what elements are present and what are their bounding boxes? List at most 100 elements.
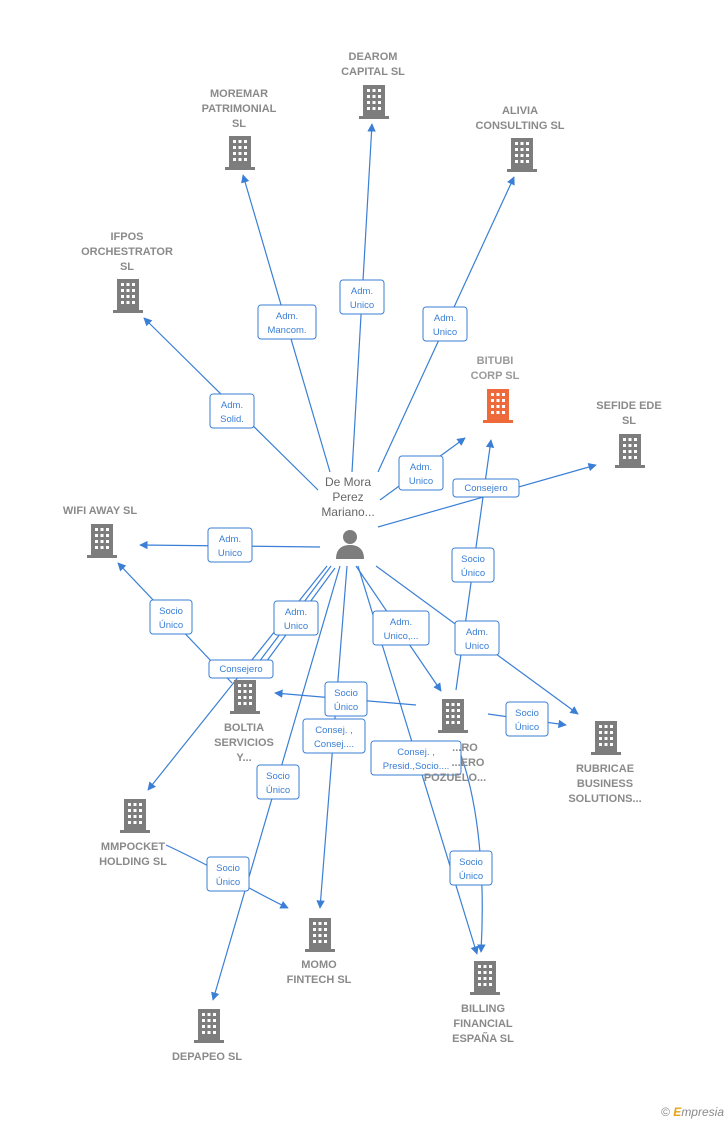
relation-text: Unico <box>409 476 433 487</box>
company-node-boltia[interactable]: BOLTIA SERVICIOS Y... <box>214 680 274 764</box>
company-nodes: DEAROM CAPITAL SL MOREMAR PATRIMONIAL SL… <box>63 51 662 1063</box>
building-icon <box>225 136 255 170</box>
relation-text: Socio <box>515 708 539 719</box>
company-node-otro[interactable]: ...RO ...ERO POZUELO... <box>424 699 486 784</box>
relation-text: Consej. , <box>397 747 435 758</box>
relation-text: Unico,... <box>384 631 419 642</box>
relation-text: Adm. <box>351 286 373 297</box>
relation-text: Unico <box>433 327 457 338</box>
company-name: RUBRICAE <box>576 763 634 775</box>
relation-text: Socio <box>216 863 240 874</box>
building-icon <box>194 1009 224 1043</box>
relation-label[interactable]: Consej. , Consej.... <box>302 718 366 754</box>
relation-text: Adm. <box>221 400 243 411</box>
edges <box>117 123 597 1001</box>
company-node-moremar[interactable]: MOREMAR PATRIMONIAL SL <box>202 88 277 170</box>
company-name: SL <box>120 261 134 273</box>
relation-text: Único <box>159 620 183 631</box>
relation-text: Socio <box>334 688 358 699</box>
company-name: ORCHESTRATOR <box>81 246 173 258</box>
relation-label[interactable]: Adm. Unico,... <box>372 610 430 646</box>
relation-label[interactable]: Consej. , Presid.,Socio.... <box>370 740 462 776</box>
building-icon <box>591 721 621 755</box>
relation-label[interactable]: Socio Único <box>256 764 300 800</box>
company-name: SEFIDE EDE <box>596 400 661 412</box>
relation-text: Único <box>461 568 485 579</box>
relation-text: Adm. <box>276 311 298 322</box>
building-icon <box>87 524 117 558</box>
company-node-dearom[interactable]: DEAROM CAPITAL SL <box>341 51 405 119</box>
footer-brand: © Empresia <box>661 1105 724 1119</box>
company-name: SERVICIOS <box>214 737 274 749</box>
company-node-mmpocket[interactable]: MMPOCKET HOLDING SL <box>99 799 167 868</box>
relation-label[interactable]: Socio Único <box>149 599 193 635</box>
company-name: MOREMAR <box>210 88 268 100</box>
relation-text: Adm. <box>285 607 307 618</box>
company-node-bitubi[interactable]: BITUBI CORP SL <box>471 355 520 423</box>
relation-text: Unico <box>284 621 308 632</box>
relation-text: Único <box>266 785 290 796</box>
company-name: ALIVIA <box>502 105 538 117</box>
brand-logo-text: mpresia <box>681 1105 724 1119</box>
relation-label[interactable]: Socio Único <box>324 681 368 717</box>
person-icon <box>336 530 364 559</box>
relation-text: Único <box>459 871 483 882</box>
company-name: HOLDING SL <box>99 856 167 868</box>
company-name: BOLTIA <box>224 722 264 734</box>
company-name: MOMO <box>301 959 337 971</box>
company-node-ifpos[interactable]: IFPOS ORCHESTRATOR SL <box>81 231 173 313</box>
building-icon <box>230 680 260 714</box>
company-node-rubricae[interactable]: RUBRICAE BUSINESS SOLUTIONS... <box>568 721 642 805</box>
relation-text: Unico <box>465 641 489 652</box>
relation-text: Adm. <box>390 617 412 628</box>
relation-text: Adm. <box>410 462 432 473</box>
relation-label[interactable]: Adm. Unico <box>454 620 500 656</box>
person-name: De Mora <box>325 475 371 489</box>
relation-text: Adm. <box>466 627 488 638</box>
relation-label[interactable]: Adm. Unico <box>207 527 253 563</box>
company-name: BILLING <box>461 1003 505 1015</box>
company-name: BITUBI <box>477 355 514 367</box>
relation-label[interactable]: Socio Único <box>505 701 549 737</box>
relation-label[interactable]: Consejero <box>208 659 274 679</box>
building-icon <box>113 279 143 313</box>
company-name: DEPAPEO SL <box>172 1051 242 1063</box>
company-name: WIFI AWAY SL <box>63 505 137 517</box>
building-icon <box>470 961 500 995</box>
company-node-billing[interactable]: BILLING FINANCIAL ESPAÑA SL <box>452 961 514 1045</box>
relation-text: Unico <box>218 548 242 559</box>
person-node[interactable]: De Mora Perez Mariano... <box>321 475 375 559</box>
company-name: BUSINESS <box>577 778 633 790</box>
company-name: ...RO <box>452 742 478 754</box>
relation-text: Socio <box>159 606 183 617</box>
company-name: CONSULTING SL <box>475 120 564 132</box>
relation-label[interactable]: Adm. Mancom. <box>257 304 317 340</box>
building-icon <box>359 85 389 119</box>
relation-label[interactable]: Adm. Solid. <box>209 393 255 429</box>
relation-text: Unico <box>350 300 374 311</box>
building-icon-highlighted <box>483 389 513 423</box>
relation-label[interactable]: Socio Único <box>206 856 250 892</box>
relation-text: Socio <box>459 857 483 868</box>
company-node-sefide[interactable]: SEFIDE EDE SL <box>596 400 662 468</box>
building-icon <box>615 434 645 468</box>
relation-label[interactable]: Socio Único <box>451 547 495 583</box>
company-node-momo[interactable]: MOMO FINTECH SL <box>287 918 352 986</box>
company-name: CAPITAL SL <box>341 66 405 78</box>
relation-text: Adm. <box>434 313 456 324</box>
company-name: IFPOS <box>110 231 143 243</box>
relation-label[interactable]: Adm. Unico <box>339 279 385 315</box>
relation-label[interactable]: Adm. Unico <box>398 455 444 491</box>
company-name: PATRIMONIAL <box>202 103 277 115</box>
company-node-wifi[interactable]: WIFI AWAY SL <box>63 505 137 558</box>
company-node-alivia[interactable]: ALIVIA CONSULTING SL <box>475 105 565 172</box>
company-node-depapeo[interactable]: DEPAPEO SL <box>172 1009 242 1063</box>
relation-label[interactable]: Socio Único <box>449 850 493 886</box>
building-icon <box>305 918 335 952</box>
relation-label[interactable]: Adm. Unico <box>273 600 319 636</box>
relation-text: Único <box>216 877 240 888</box>
relation-label[interactable]: Consejero <box>452 478 520 498</box>
relation-label[interactable]: Adm. Unico <box>422 306 468 342</box>
relation-text: Consejero <box>219 664 262 675</box>
